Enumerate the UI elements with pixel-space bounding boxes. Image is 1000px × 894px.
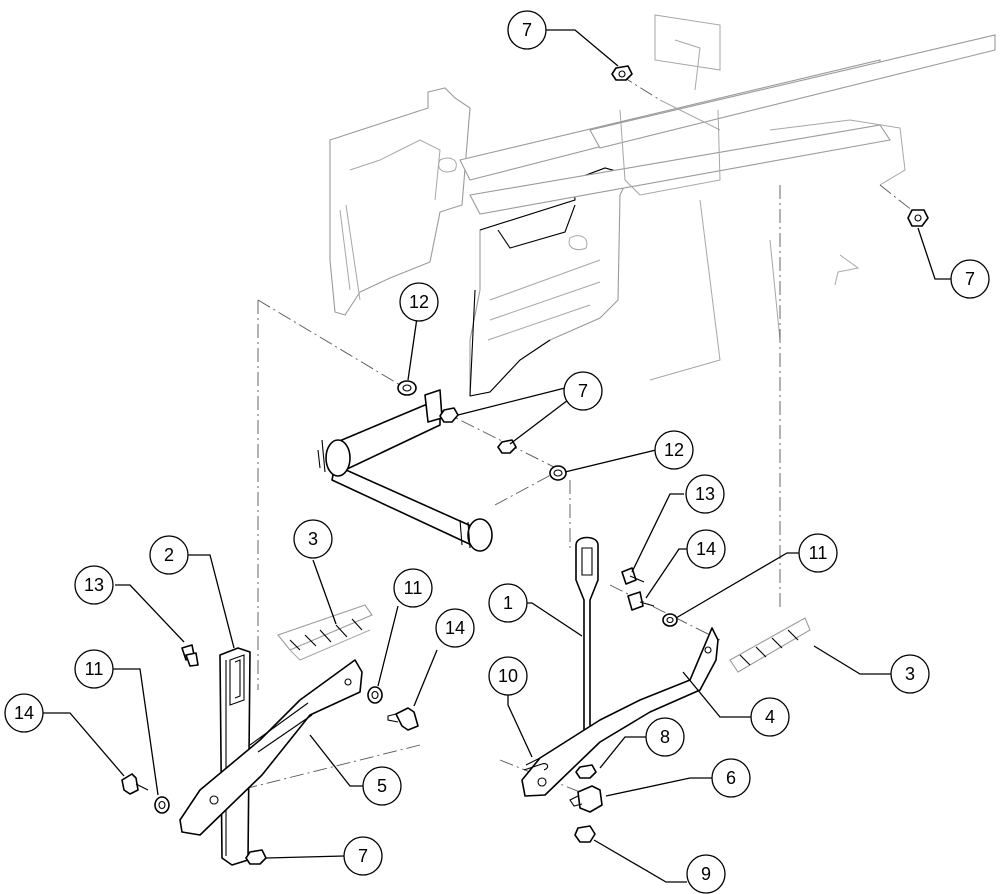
callout-3-right: 3 — [890, 654, 930, 694]
callout-11-right: 11 — [798, 533, 838, 573]
flange-nut-right — [907, 209, 929, 227]
callout-7-top: 7 — [507, 10, 547, 50]
callout-8: 8 — [645, 717, 685, 757]
callout-label: 5 — [377, 776, 387, 796]
callout-label: 2 — [164, 545, 174, 565]
callout-label: 14 — [696, 539, 716, 559]
callout-2: 2 — [149, 535, 189, 575]
callout-14-left-lower: 14 — [4, 693, 44, 733]
bolt-14-right — [627, 591, 655, 611]
callout-14-left-upper: 14 — [435, 608, 475, 648]
callout-label: 1 — [503, 593, 513, 613]
callout-label: 14 — [14, 703, 34, 723]
callout-label: 14 — [445, 618, 465, 638]
callout-label: 3 — [905, 664, 915, 684]
callout-label: 7 — [358, 846, 368, 866]
height-arm-4 — [521, 627, 719, 797]
flange-nut-top — [611, 65, 633, 81]
callout-label: 6 — [726, 768, 736, 788]
callout-13-left: 13 — [74, 565, 114, 605]
nut-9 — [574, 825, 596, 843]
bolt-13-left — [181, 644, 199, 667]
callout-7-bottom: 7 — [343, 836, 383, 876]
bolt-14-left-lower — [121, 773, 149, 795]
callout-5: 5 — [362, 766, 402, 806]
callout-4: 4 — [750, 697, 790, 737]
nut-8 — [575, 764, 597, 779]
hairpin-clip-10 — [523, 757, 549, 771]
swivel-6 — [569, 785, 603, 813]
callout-7-center: 7 — [563, 371, 603, 411]
callout-label: 8 — [660, 727, 670, 747]
callout-label: 12 — [409, 292, 429, 312]
callout-label: 13 — [84, 575, 104, 595]
callout-label: 12 — [664, 440, 684, 460]
callout-label: 3 — [308, 529, 318, 549]
callout-11-left-upper: 11 — [393, 568, 433, 608]
callout-12-left: 12 — [399, 282, 439, 322]
bolt-14-left-upper — [387, 707, 419, 731]
washer-11-left-upper — [367, 686, 383, 704]
callout-12-right: 12 — [654, 430, 694, 470]
callout-label: 11 — [809, 543, 828, 563]
washer-11-left-lower — [154, 796, 170, 814]
callout-14-right: 14 — [686, 529, 726, 569]
bracket-3-right — [729, 617, 811, 673]
callout-label: 11 — [85, 659, 104, 679]
washer-12-right — [549, 465, 567, 481]
callout-label: 4 — [765, 707, 775, 727]
callout-3-left: 3 — [293, 519, 333, 559]
washer-12-left — [397, 380, 417, 396]
lift-rod-1 — [575, 536, 599, 746]
callout-7-right: 7 — [950, 259, 990, 299]
callout-11-left-lower: 11 — [74, 649, 114, 689]
height-arm-5 — [179, 659, 363, 836]
callout-6: 6 — [711, 758, 751, 798]
callout-label: 7 — [578, 381, 588, 401]
callout-1: 1 — [488, 583, 528, 623]
callout-label: 13 — [695, 484, 715, 504]
nut-7-bottom — [245, 849, 267, 865]
washer-11-right — [662, 613, 678, 627]
nut-7-center-a — [439, 407, 459, 423]
callout-label: 10 — [498, 666, 518, 686]
callout-13-right: 13 — [685, 474, 725, 514]
callout-9: 9 — [686, 854, 726, 894]
callout-label: 7 — [522, 20, 532, 40]
deck-frame-phantom — [329, 14, 996, 397]
callout-10: 10 — [488, 656, 528, 696]
callout-label: 11 — [404, 578, 423, 598]
bracket-3-left — [277, 604, 373, 661]
cross-shaft — [317, 389, 493, 552]
callout-label: 9 — [701, 864, 711, 884]
callout-label: 7 — [965, 269, 975, 289]
